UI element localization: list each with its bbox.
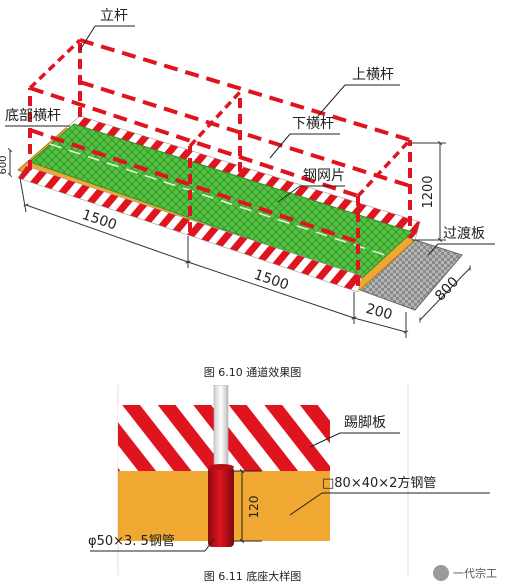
near-railing xyxy=(28,86,360,286)
label-lower-rail: 下横杆 xyxy=(292,116,334,132)
dim-1500-second: 1500 xyxy=(252,267,291,294)
label-round-tube: φ50×3. 5钢管 xyxy=(88,534,175,549)
watermark-text: 一代宗工 xyxy=(453,567,497,580)
dim-1200: 1200 xyxy=(421,175,436,208)
round-steel-pole xyxy=(213,385,229,472)
label-square-tube: □80×40×2方钢管 xyxy=(322,475,436,491)
dim-600: 600 xyxy=(0,155,9,174)
label-top-rail: 上横杆 xyxy=(352,67,394,83)
label-bottom-rail: 底部横杆 xyxy=(5,108,61,124)
dim-1500-first: 1500 xyxy=(80,207,119,234)
label-transition-plate: 过渡板 xyxy=(443,226,485,242)
figure-caption-6-10: 图 6.10 通道效果图 xyxy=(203,366,302,379)
dim-200: 200 xyxy=(364,301,394,323)
base-detail-drawing: 120 踢脚板 □80×40×2方钢管 φ50×3. 5钢管 xyxy=(88,385,490,575)
watermark: 一代宗工 xyxy=(433,563,497,583)
label-mesh: 钢网片 xyxy=(303,168,345,184)
dim-120: 120 xyxy=(247,496,261,519)
far-railing xyxy=(78,38,412,226)
steel-sleeve xyxy=(208,467,234,547)
wechat-icon xyxy=(433,565,449,581)
figure-caption-6-11: 图 6.11 底座大样图 xyxy=(203,570,302,583)
label-upright: 立杆 xyxy=(100,8,128,24)
walkway-drawing: 立杆 上横杆 底部横杆 下横杆 钢网片 过渡板 600 1 xyxy=(0,8,495,338)
label-toe-board: 踢脚板 xyxy=(344,415,386,431)
